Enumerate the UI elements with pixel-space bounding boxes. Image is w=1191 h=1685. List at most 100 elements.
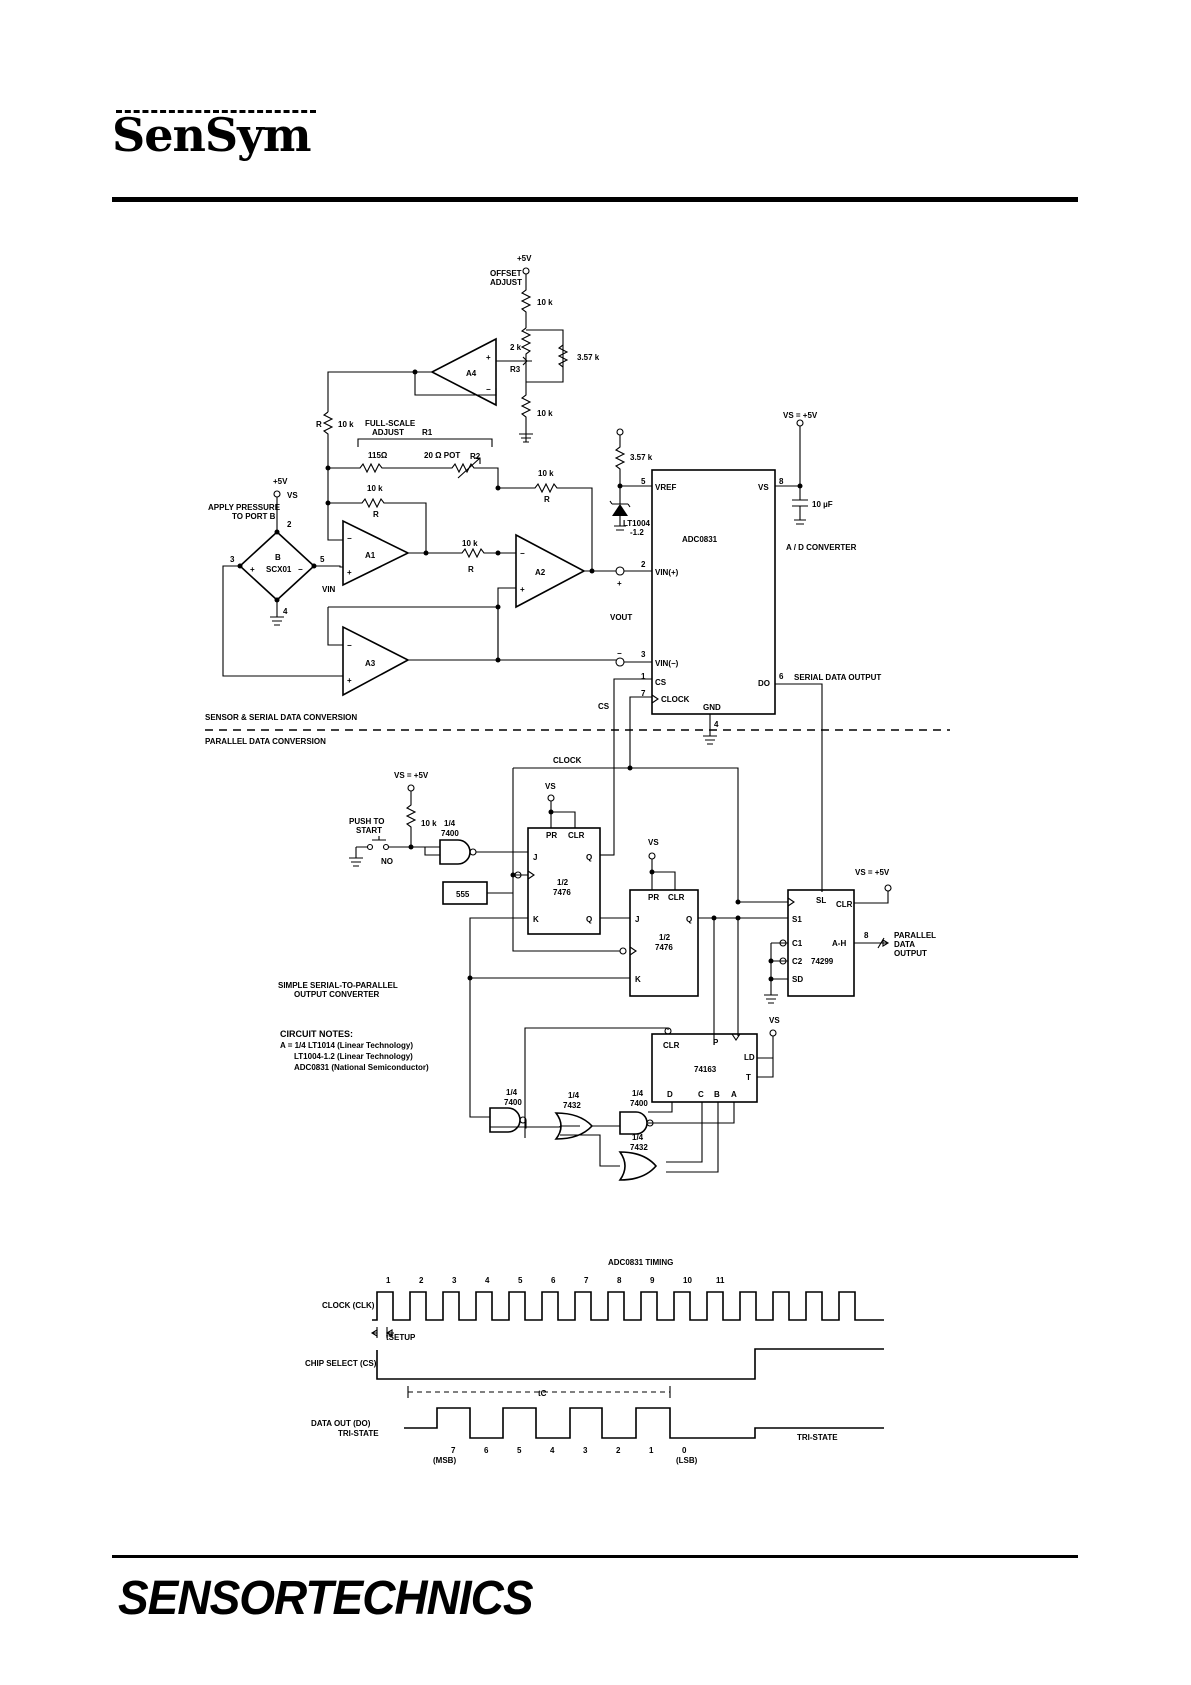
a2-in-resistor-label: 10 k	[462, 539, 478, 548]
adc-pin7: 7	[641, 689, 646, 698]
node-ff1-vs	[548, 809, 554, 815]
ff2-type: 7476	[655, 943, 673, 952]
offset-pot-chain	[520, 327, 532, 442]
ff1-k: K	[533, 915, 539, 924]
ff2-pr-clr-wire	[651, 859, 676, 890]
timing-clock-number: 4	[485, 1276, 490, 1285]
cnt-type: 74163	[694, 1065, 717, 1074]
nand-counter-bubble	[646, 1119, 654, 1127]
push-contact-b	[382, 843, 390, 851]
adc0831-label: ADC0831	[682, 535, 718, 544]
a2-minus: −	[520, 549, 525, 558]
a1-minus: −	[347, 534, 352, 543]
parallel-label-2: DATA	[894, 940, 915, 949]
vout-label: VOUT	[610, 613, 632, 622]
a2-in-resistor-ref: R	[468, 565, 474, 574]
circuit-note-3: ADC0831 (National Semiconductor)	[294, 1063, 429, 1072]
r1-label: R1	[422, 428, 433, 437]
ff2-7476	[629, 889, 699, 997]
opamp-a1-label: A1	[365, 551, 376, 560]
offset-pot-ref: R3	[510, 365, 521, 374]
timing-bit-number: 5	[517, 1446, 522, 1455]
opamp-a4	[430, 337, 497, 407]
bridge-scx01-label: SCX01	[266, 565, 292, 574]
timing-do-label: DATA OUT (DO)	[311, 1419, 371, 1428]
offset-ground	[519, 433, 533, 443]
sr-sl: SL	[816, 896, 826, 905]
ff2-vs-terminal	[648, 852, 656, 860]
ff1-j: J	[533, 853, 537, 862]
pot-arrow	[457, 457, 481, 479]
adc-clock-marker	[651, 694, 659, 704]
adc-pin8: 8	[779, 477, 784, 486]
fullscale-adjust-label: ADJUST	[372, 428, 404, 437]
adc-gnd: GND	[703, 703, 721, 712]
opamp-a2-label: A2	[535, 568, 546, 577]
adc-do: DO	[758, 679, 770, 688]
ff1-clr: CLR	[568, 831, 585, 840]
lt1004-label: LT1004	[623, 519, 651, 528]
tc-marks	[407, 1386, 671, 1398]
bridge-plus: +	[250, 565, 255, 574]
node-clk-74299	[735, 899, 741, 905]
ff2-vs-label: VS	[648, 838, 659, 847]
sensor-conversion-label: SENSOR & SERIAL DATA CONVERSION	[205, 713, 357, 722]
a2-plus: +	[520, 585, 525, 594]
adc-vs-terminal	[796, 419, 804, 427]
timing-clock-number: 2	[419, 1276, 424, 1285]
adc-converter-label: A / D CONVERTER	[786, 543, 857, 552]
a3-plus: +	[347, 676, 352, 685]
simple-converter-label-2: OUTPUT CONVERTER	[294, 990, 380, 999]
r-10k-a4	[322, 411, 334, 468]
a4-minus: −	[486, 385, 491, 394]
bridge-supply-terminal	[273, 490, 281, 498]
node-start	[408, 844, 414, 850]
a1-feedback	[327, 468, 427, 555]
ff1-7476	[527, 827, 601, 935]
bus-width-label: 8	[864, 931, 869, 940]
adc-pin5: 5	[641, 477, 646, 486]
node-a2-minus	[495, 550, 501, 556]
a1-fb-ref: R	[373, 510, 379, 519]
nand-reset-fraction: 1/4	[506, 1088, 518, 1097]
or2-out	[560, 1134, 620, 1167]
trim-resistor	[557, 344, 569, 368]
or2-fraction: 1/4	[632, 1133, 644, 1142]
cnt-b: B	[714, 1090, 720, 1099]
lt1004-ground	[614, 516, 626, 531]
cnt-c-wire	[666, 1102, 703, 1163]
circuit-notes-title: CIRCUIT NOTES:	[280, 1029, 353, 1039]
sr-type: 74299	[811, 957, 834, 966]
cnt-a-wire	[648, 1102, 735, 1124]
cnt-t: T	[746, 1073, 751, 1082]
nand-reset-type: 7400	[504, 1098, 522, 1107]
ref-supply-terminal	[616, 428, 624, 436]
ff1-pr-clr-wire	[550, 801, 576, 828]
cnt-b-wire	[666, 1102, 719, 1173]
nand-counter-fraction: 1/4	[632, 1089, 644, 1098]
sr-s1: S1	[792, 915, 802, 924]
bridge-node-top	[274, 529, 280, 535]
node-sr-sd	[768, 976, 774, 982]
ff2-q: Q	[686, 915, 692, 924]
serial-out-wire	[775, 683, 823, 892]
cnt-p: P	[713, 1038, 719, 1047]
timing-cs-label: CHIP SELECT (CS)	[305, 1359, 377, 1368]
r-10k-a4-label: 10 k	[338, 420, 354, 429]
footer-rule	[112, 1555, 1078, 1558]
a1-fb-label: 10 k	[367, 484, 383, 493]
bridge-pin4: 4	[283, 607, 288, 616]
timing-title: ADC0831 TIMING	[608, 1258, 673, 1267]
sr-c2: C2	[792, 957, 803, 966]
cnt-a: A	[731, 1090, 737, 1099]
nand-start-bubble	[469, 848, 477, 856]
timing-bit-number: 6	[484, 1446, 489, 1455]
node-clock	[627, 765, 633, 771]
timing-bit-number: 2	[616, 1446, 621, 1455]
circuit-note-2: LT1004-1.2 (Linear Technology)	[294, 1052, 413, 1061]
timing-clock-number: 9	[650, 1276, 655, 1285]
adc-clock: CLOCK	[661, 695, 690, 704]
vout-minus-terminal	[615, 657, 625, 667]
node-a2-out	[589, 568, 595, 574]
